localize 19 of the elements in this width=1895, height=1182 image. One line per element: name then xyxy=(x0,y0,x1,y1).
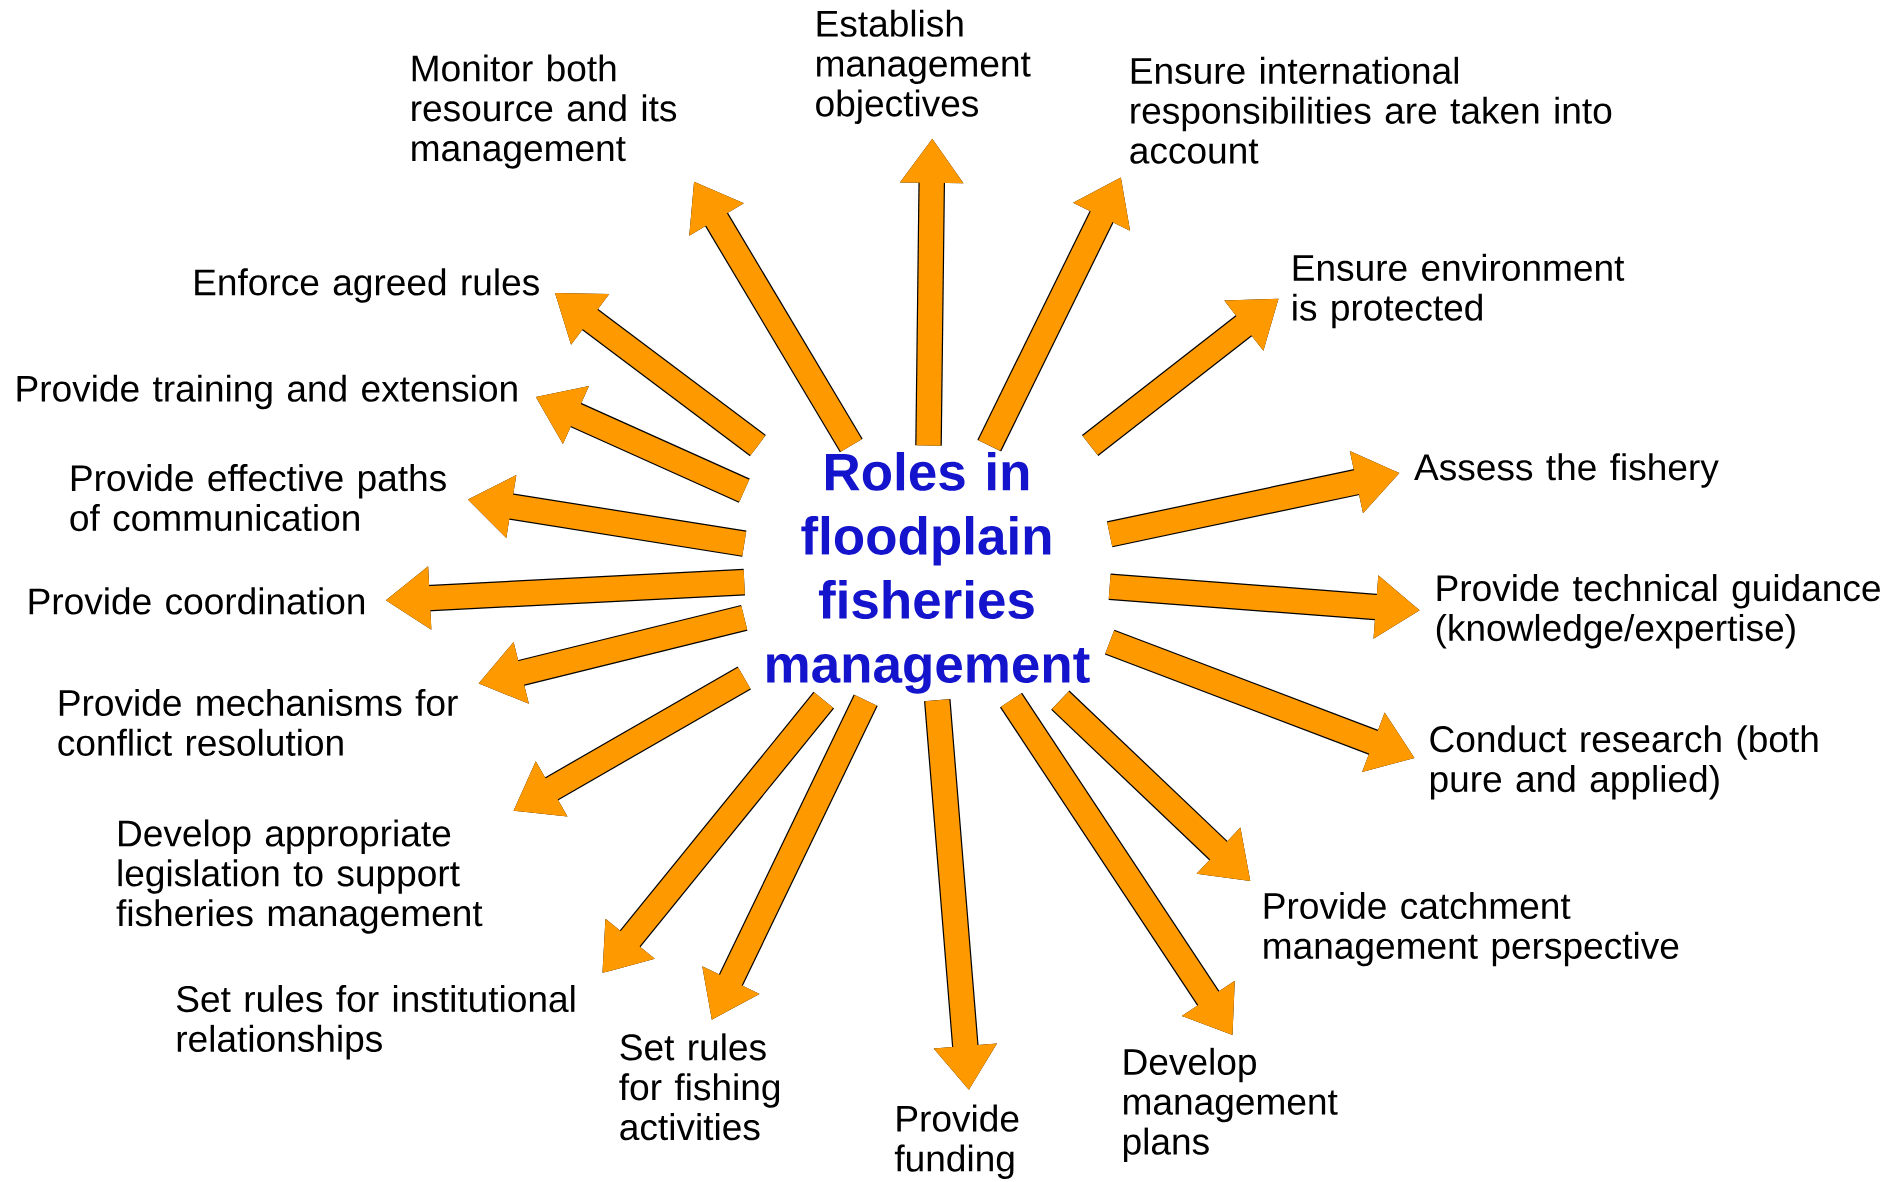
role-label: Provide funding xyxy=(894,1104,1019,1180)
role-label: Provide catchment management perspective xyxy=(1264,891,1679,967)
role-label: Provide effective paths of communication xyxy=(70,464,446,532)
center-heading: Roles in floodplain fisheries management xyxy=(767,452,1090,694)
role-label: Enforce agreed rules xyxy=(195,268,539,303)
role-label: Ensure international responsibilities are taken into account xyxy=(1130,56,1612,164)
role-label: Ensure environment is protected xyxy=(1293,253,1625,329)
role-label: Set rules for institutional relationships xyxy=(176,985,575,1060)
role-label: Provide training and extension xyxy=(17,374,517,410)
role-label: Establish management objectives xyxy=(816,9,1031,124)
role-label: Provide coordination xyxy=(29,587,365,615)
role-label: Set rules for fishing activities xyxy=(619,1033,780,1141)
role-label: Develop appropriate legislation to support fisheries management xyxy=(116,819,483,934)
role-label: Conduct research (both pure and applied) xyxy=(1430,725,1818,800)
role-label: Monitor both resource and its management xyxy=(412,54,677,169)
role-label: Provide technical guidance (knowledge/expertise) xyxy=(1436,574,1880,649)
role-label: Develop management plans xyxy=(1123,1047,1338,1163)
role-label: Provide mechanisms for conflict resolution xyxy=(58,688,458,756)
role-label: Assess the fishery xyxy=(1414,453,1719,488)
